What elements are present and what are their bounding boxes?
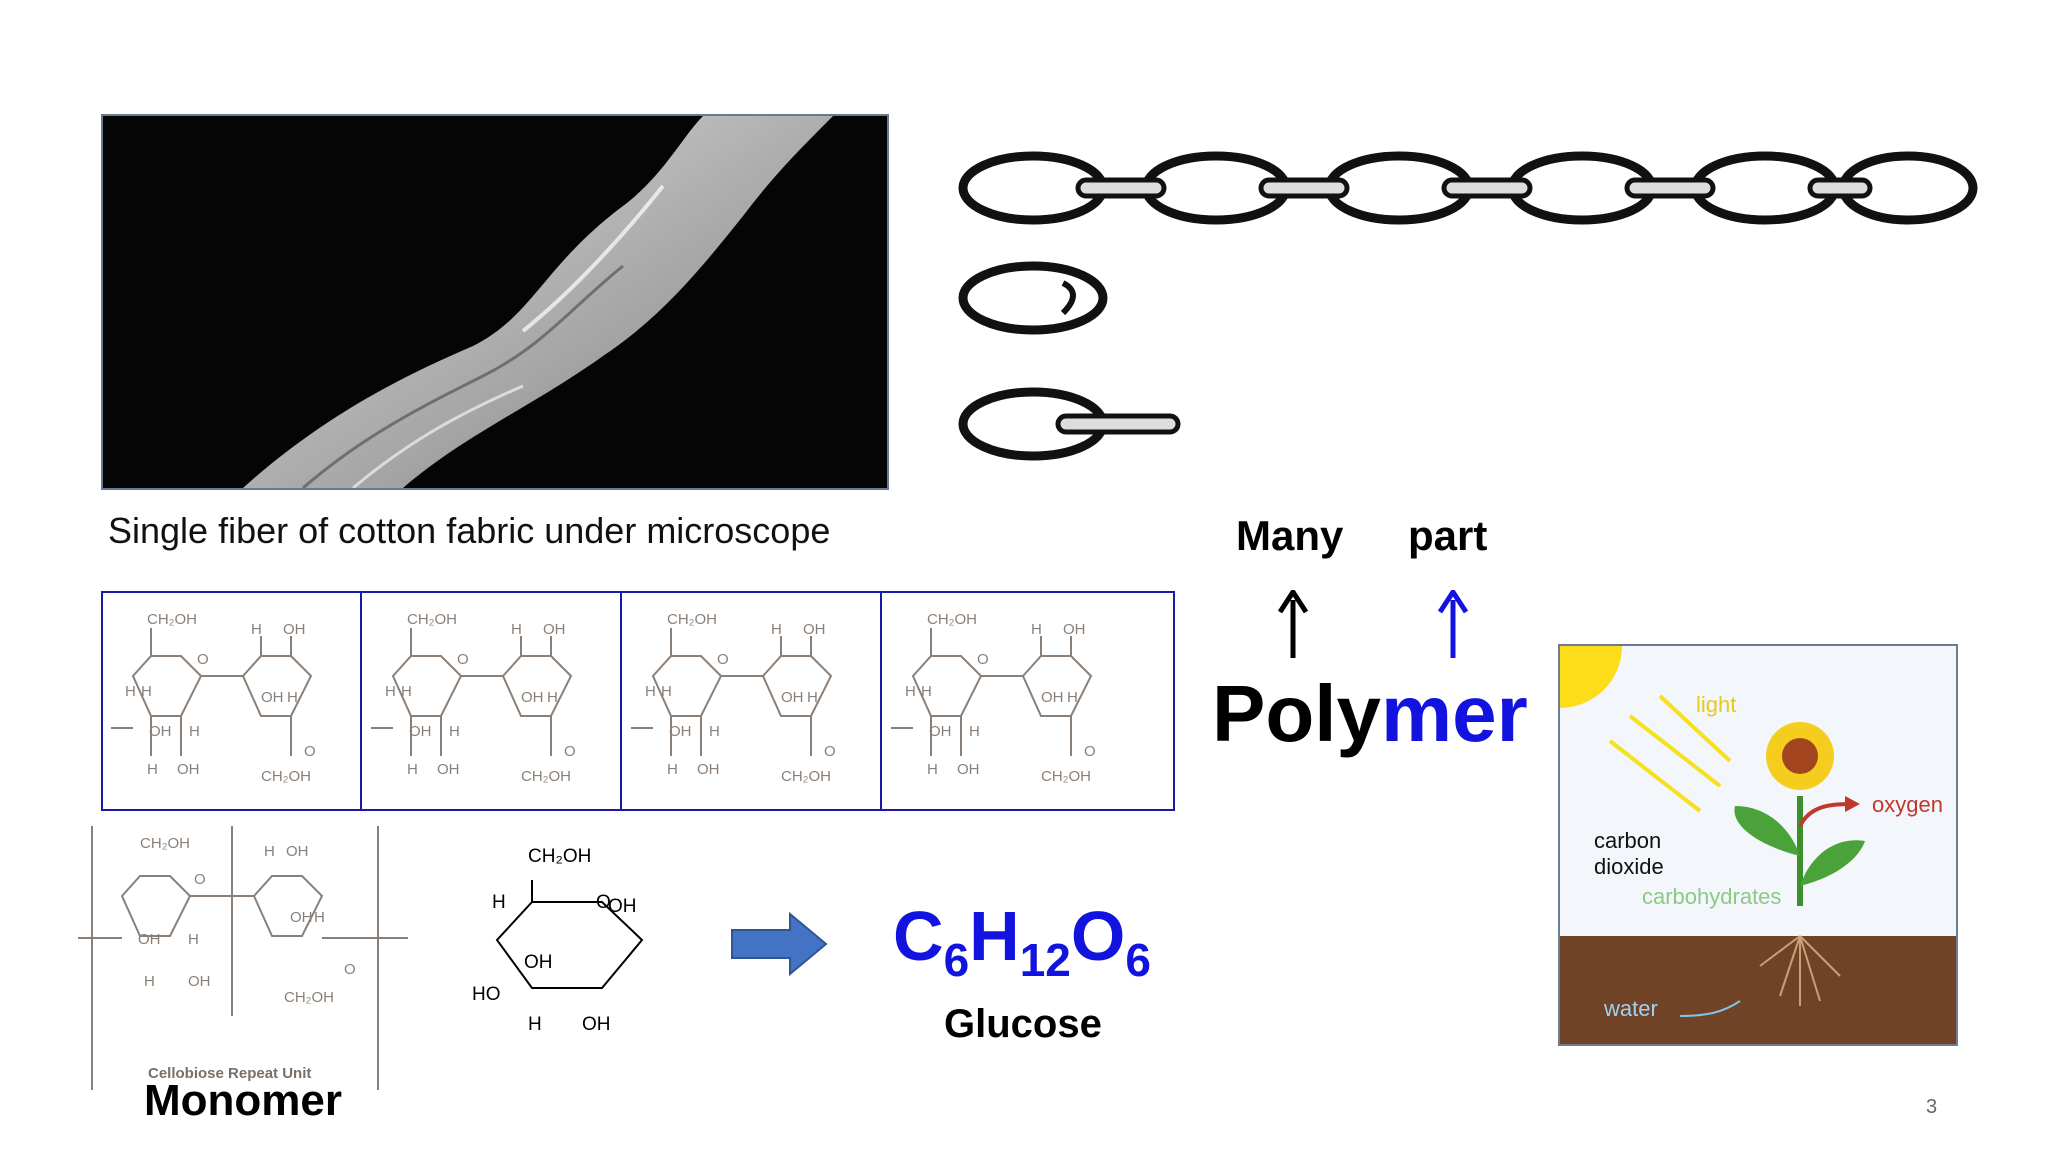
svg-text:H: H xyxy=(188,931,199,948)
glucose-oh-bottom: OH xyxy=(582,1014,611,1035)
formula-h: H xyxy=(969,897,1020,975)
glucose-h-bottom: H xyxy=(528,1014,542,1035)
micrograph-caption: Single fiber of cotton fabric under micr… xyxy=(108,510,831,551)
svg-text:CH₂OH: CH₂OH xyxy=(284,989,334,1006)
cellobiose-monomer-structure: CH₂OH OH H O OH H H OH OH H CH₂OH O xyxy=(78,826,408,1090)
formula-h-sub: 12 xyxy=(1019,934,1071,987)
glucose-oh-top: OH xyxy=(608,896,637,917)
arrow-right-icon xyxy=(731,912,828,976)
polymer-word: Polymer xyxy=(1212,668,1528,760)
fiber-illustration xyxy=(243,116,833,490)
svg-text:O: O xyxy=(194,871,206,888)
svg-text:H: H xyxy=(144,973,155,990)
svg-text:O: O xyxy=(344,961,356,978)
glucose-ring-structure: CH₂OH OH O H OH HO OH H xyxy=(472,846,644,1035)
glucose-formula: C6H12O6 xyxy=(893,896,1151,983)
glucose-label: Glucose xyxy=(944,1002,1102,1046)
svg-text:CH₂OH: CH₂OH xyxy=(140,835,190,852)
photosynthesis-illustration: light oxygen carbon dioxide carbohydrate… xyxy=(1558,644,1958,1046)
formula-o: O xyxy=(1070,897,1126,975)
light-label: light xyxy=(1696,692,1736,717)
carbohydrates-label: carbohydrates xyxy=(1642,884,1781,909)
dioxide-label: dioxide xyxy=(1594,854,1664,879)
part-label: part xyxy=(1408,512,1488,559)
glucose-ho: HO xyxy=(472,984,501,1005)
svg-text:OH: OH xyxy=(290,909,313,926)
carbon-label: carbon xyxy=(1594,828,1661,853)
formula-o-sub: 6 xyxy=(1125,934,1151,987)
monomer-label: Monomer xyxy=(144,1076,342,1125)
cellulose-chain-structure: CH₂OH OH H O OH H H OH OH H CH₂OH O H H xyxy=(101,591,1175,811)
formula-c: C xyxy=(893,897,944,975)
chain-illustration xyxy=(958,151,1978,461)
photosynthesis-drawing: light oxygen carbon dioxide carbohydrate… xyxy=(1560,646,1956,1044)
arrow-up-icon xyxy=(1278,590,1308,658)
svg-text:H: H xyxy=(314,909,325,926)
svg-text:OH: OH xyxy=(138,931,161,948)
glucose-ring-o: O xyxy=(596,892,611,913)
glucose-ch2oh: CH₂OH xyxy=(528,846,591,867)
mer-part: mer xyxy=(1380,669,1528,758)
water-label: water xyxy=(1603,996,1658,1021)
page-number: 3 xyxy=(1926,1096,1938,1118)
svg-text:OH: OH xyxy=(188,973,211,990)
poly-part: Poly xyxy=(1212,669,1381,758)
glucose-h: H xyxy=(492,892,506,913)
oxygen-label: oxygen xyxy=(1872,792,1943,817)
glucose-oh-mid: OH xyxy=(524,952,553,973)
svg-text:H: H xyxy=(264,843,275,860)
svg-text:OH: OH xyxy=(286,843,309,860)
formula-c-sub: 6 xyxy=(943,934,970,987)
cotton-fiber-micrograph xyxy=(101,114,889,490)
repeat-unit-label: Cellobiose Repeat Unit xyxy=(148,1065,312,1082)
arrow-up-icon xyxy=(1438,590,1468,658)
many-label: Many xyxy=(1236,512,1344,559)
